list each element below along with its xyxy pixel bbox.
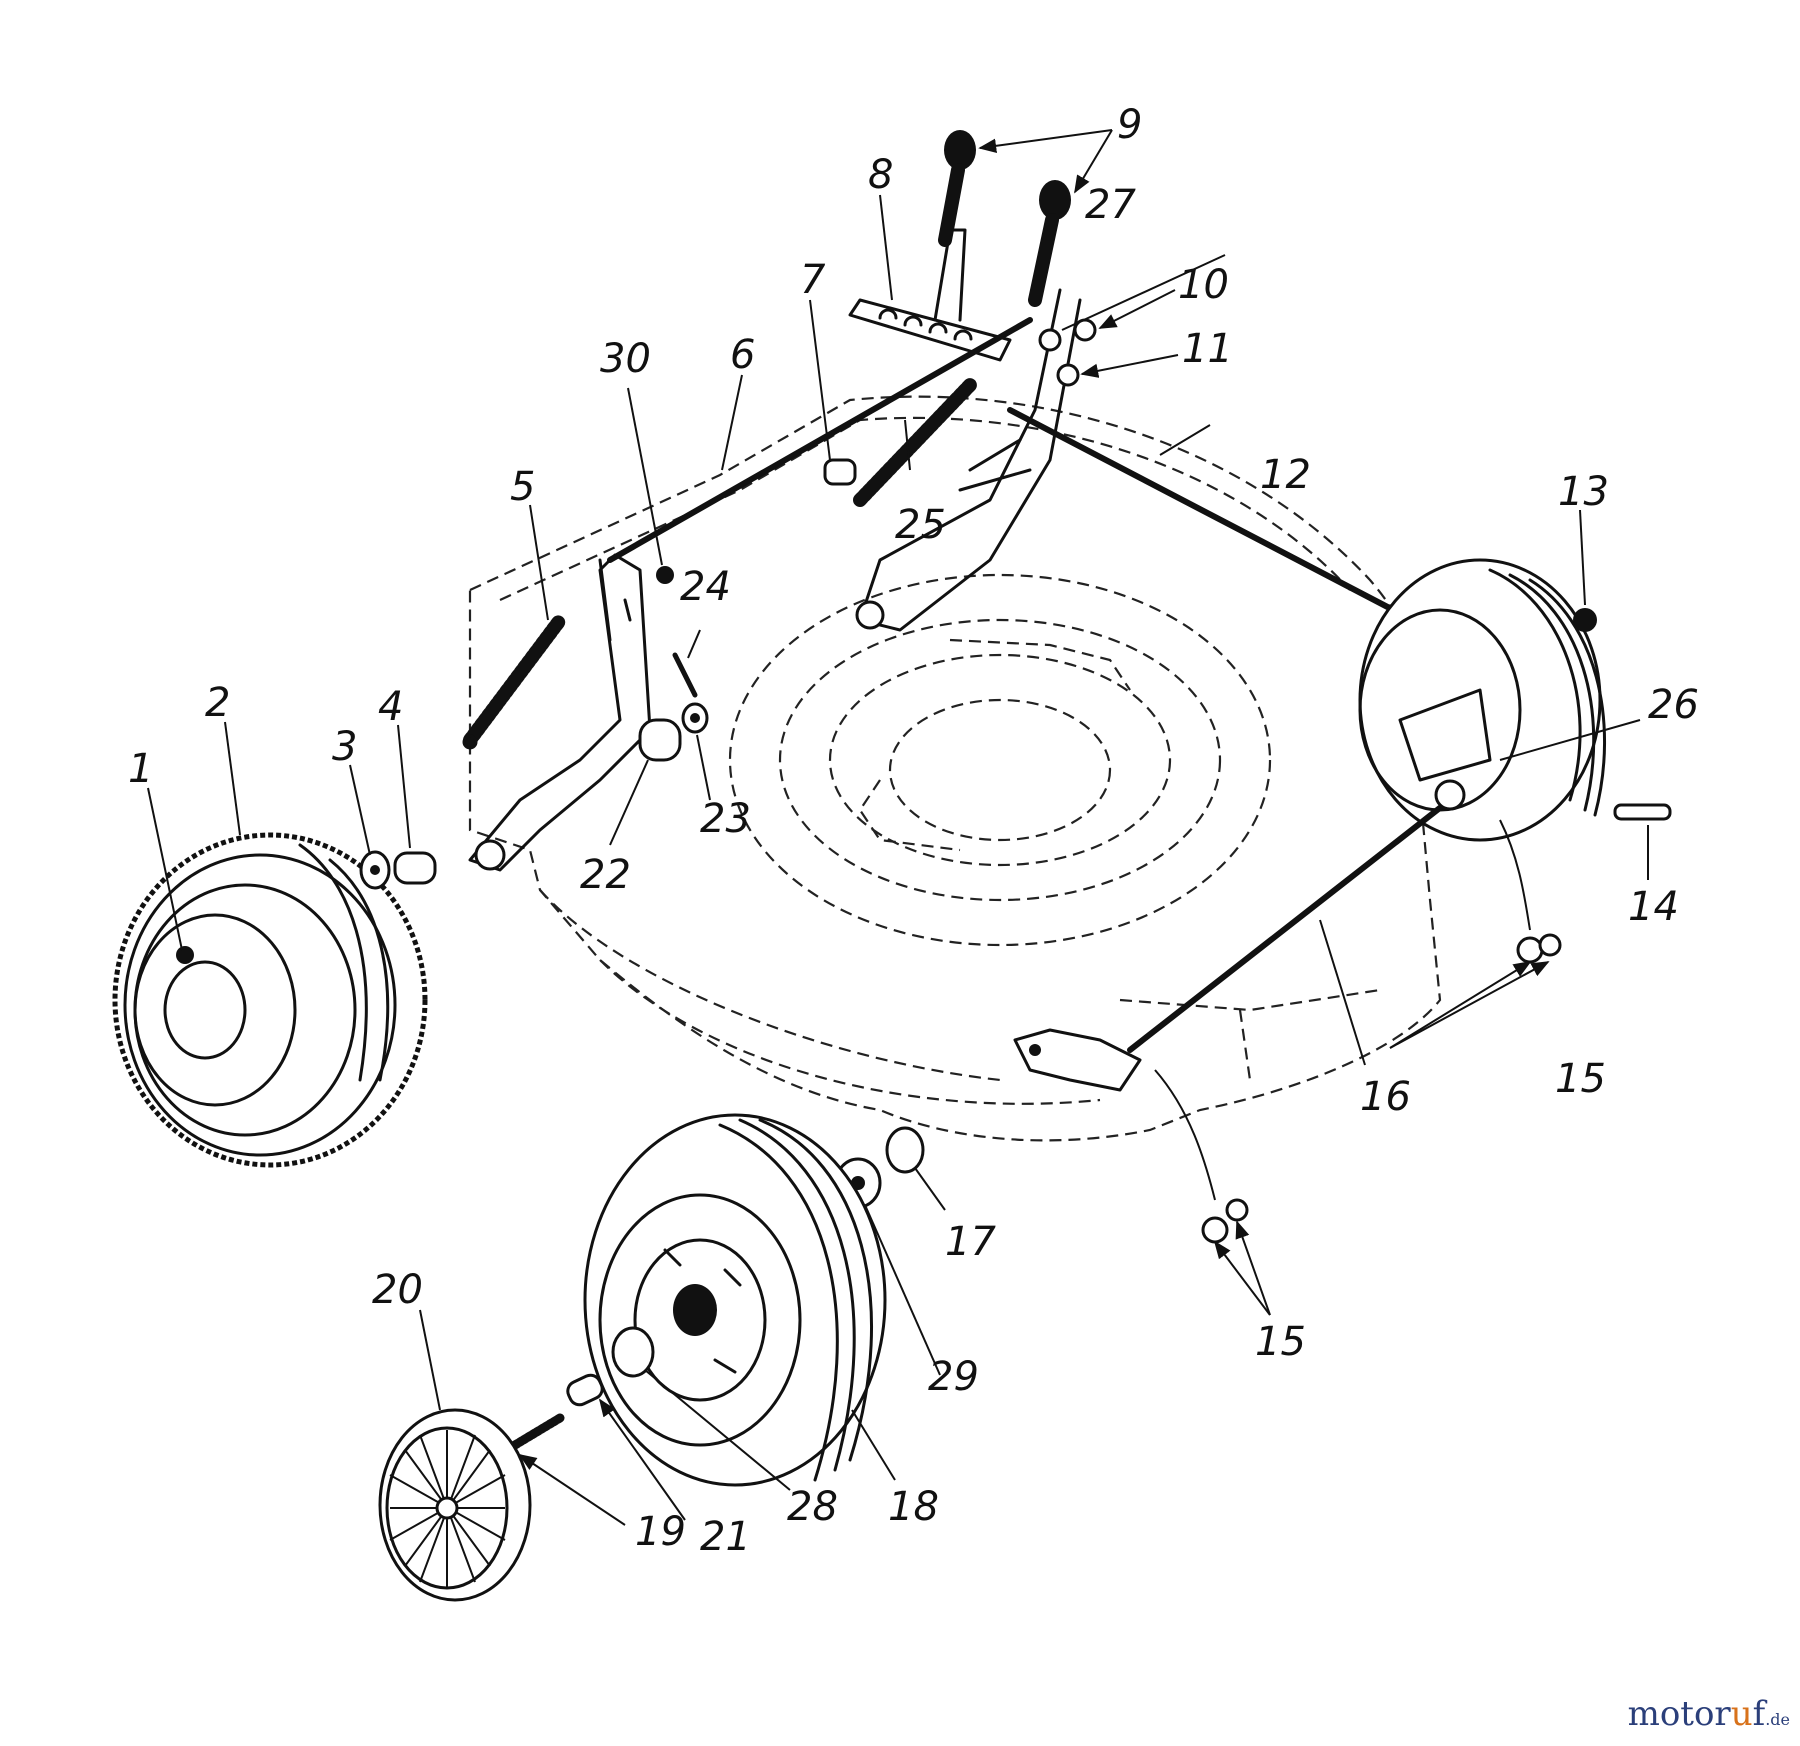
callout-4: 4 (378, 684, 403, 730)
front-wheel-18 (583, 1113, 887, 1487)
wire-front (1154, 1069, 1249, 1244)
watermark-logo: motoruf.de (1628, 1694, 1790, 1734)
callout-15-front: 15 (1255, 1319, 1306, 1365)
nut-23 (681, 702, 709, 734)
wire-right (1499, 819, 1562, 964)
callout-3: 3 (332, 724, 357, 770)
rear-wheel-right (1358, 558, 1606, 842)
callout-17: 17 (945, 1219, 996, 1265)
watermark-accent: u (1730, 1694, 1753, 1734)
washer-27 (1038, 328, 1062, 352)
cap-13 (1573, 608, 1597, 632)
callout-12: 12 (1260, 452, 1311, 498)
callout-18: 18 (888, 1484, 939, 1530)
washer-3 (359, 850, 391, 890)
callout-11: 11 (1182, 326, 1233, 372)
watermark-suffix: f (1752, 1694, 1766, 1734)
spacer-4 (393, 851, 437, 885)
callout-22: 22 (580, 852, 631, 898)
mower-deck (468, 395, 1442, 1142)
front-bracket (1013, 1028, 1142, 1092)
callout-6: 6 (730, 332, 755, 378)
hub-bolt-icon (176, 946, 194, 964)
callout-26: 26 (1648, 682, 1699, 728)
washer-17 (885, 1126, 925, 1174)
callout-20: 20 (372, 1267, 423, 1313)
callout-1: 1 (128, 746, 153, 792)
rod-6 (607, 317, 1033, 563)
pin-14 (1613, 803, 1672, 821)
callout-13: 13 (1558, 469, 1609, 515)
height-bracket-left (468, 553, 652, 872)
nut-28 (611, 1326, 655, 1378)
bolt-19 (510, 1413, 565, 1450)
handle-grips-9 (938, 130, 1071, 307)
bushing-22 (638, 718, 682, 762)
callout-15-right: 15 (1555, 1056, 1606, 1102)
nut-11 (1056, 363, 1080, 387)
spring-25 (853, 378, 977, 507)
callout-25: 25 (895, 502, 946, 548)
callout-19: 19 (635, 1509, 686, 1555)
bolt-7 (823, 458, 857, 486)
callout-24: 24 (680, 564, 731, 610)
callout-30: 30 (600, 336, 651, 382)
nut-30 (656, 566, 674, 584)
callout-27: 27 (1085, 182, 1136, 228)
callout-9: 9 (1117, 102, 1142, 148)
center-bracket (855, 288, 1082, 632)
callout-5: 5 (510, 464, 535, 510)
lever-8 (848, 228, 1012, 362)
callout-2: 2 (205, 680, 230, 726)
callout-23: 23 (700, 796, 751, 842)
callout-labels: 1 2 3 4 5 6 7 8 9 10 11 12 13 14 15 15 1… (128, 102, 1699, 1560)
callout-16: 16 (1360, 1074, 1411, 1120)
hubcap-20 (378, 1408, 532, 1602)
watermark-brand: motor (1627, 1694, 1731, 1734)
spring-5 (462, 613, 567, 750)
callout-7: 7 (800, 257, 826, 303)
callout-8: 8 (868, 152, 893, 198)
leader-lines (147, 129, 1649, 1526)
callout-14: 14 (1628, 884, 1679, 930)
callout-29: 29 (928, 1354, 979, 1400)
callout-28: 28 (787, 1484, 838, 1530)
callout-21: 21 (700, 1514, 751, 1560)
sleeve-21 (566, 1373, 604, 1407)
callout-10: 10 (1178, 262, 1229, 308)
screw-24 (672, 652, 698, 698)
rear-wheel-left (112, 832, 428, 1168)
watermark-tld: .de (1765, 1710, 1790, 1729)
axle-rod-16 (1127, 779, 1466, 1053)
